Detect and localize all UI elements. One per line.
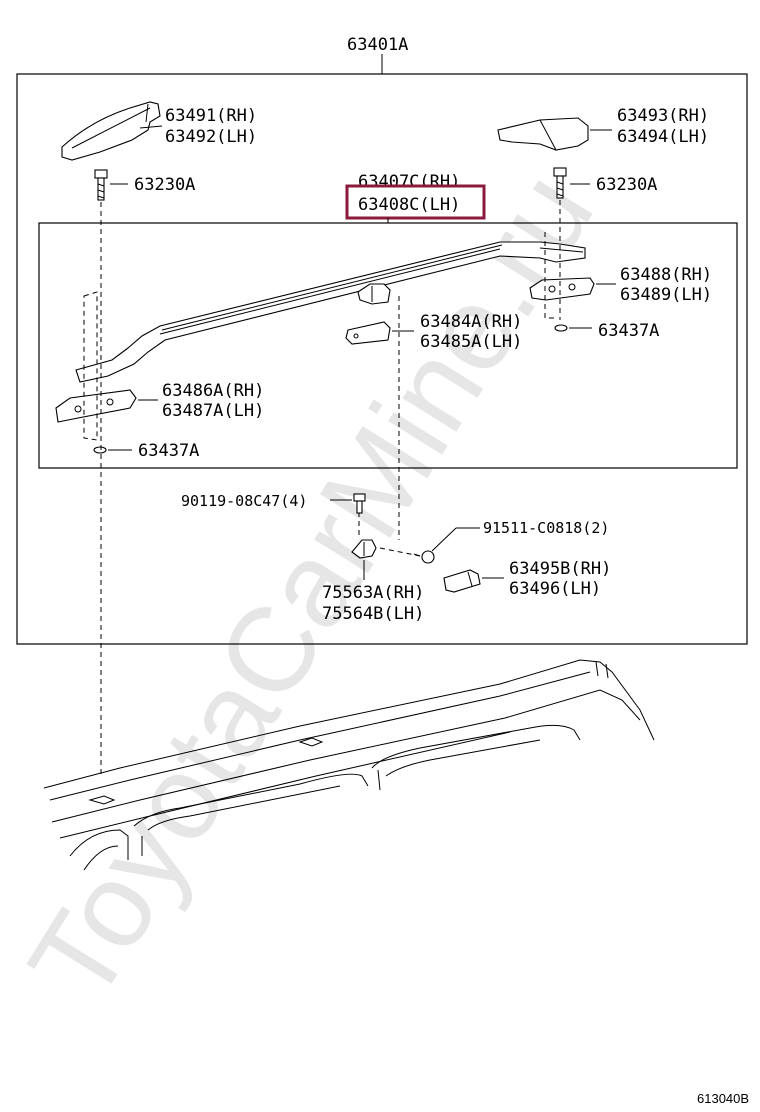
figure-number: 613040B — [697, 1091, 749, 1106]
bolt-right — [553, 167, 567, 199]
gasket-left-label: 63437A — [138, 441, 199, 461]
bolt-right-label: 63230A — [596, 175, 657, 195]
screw — [353, 493, 366, 514]
bolt-left-label: 63230A — [134, 175, 195, 195]
gasket-right — [554, 324, 568, 332]
bracket-rh-label: 75563A(RH) — [322, 583, 424, 603]
clip-screw — [413, 550, 435, 564]
bolt-left — [94, 169, 108, 201]
end-cover-left-lh-label: 63492(LH) — [165, 127, 257, 147]
center-cover-lh-label: 63485A(LH) — [420, 332, 522, 352]
end-cover-right-lh-label: 63494(LH) — [617, 127, 709, 147]
center-cover — [345, 321, 391, 345]
support-front-rh-label: 63486A(RH) — [162, 381, 264, 401]
rail-lh-label-background — [347, 186, 484, 218]
end-cover-left — [61, 101, 161, 161]
support-rear-lh-label: 63489(LH) — [620, 285, 712, 305]
screw-label: 90119-08C47(4) — [181, 492, 307, 510]
bracket-lh-label: 75564B(LH) — [322, 604, 424, 624]
roof-rail — [75, 241, 586, 383]
clip-screw-leader-a — [431, 527, 457, 552]
bracket — [351, 539, 377, 559]
end-cap-lh-label: 63496(LH) — [509, 579, 601, 599]
end-cap — [443, 569, 481, 593]
support-front-lh-label: 63487A(LH) — [162, 401, 264, 421]
support-front — [55, 389, 137, 423]
center-cover-rh-label: 63484A(RH) — [420, 312, 522, 332]
rail-lh-label: 63408C(LH) — [358, 195, 460, 215]
assembly-label: 63401A — [347, 35, 408, 55]
gasket-left — [93, 446, 107, 454]
highlight-box — [345, 184, 486, 220]
end-cover-left-rh-label: 63491(RH) — [165, 106, 257, 126]
vehicle-roof — [43, 659, 655, 871]
end-cap-rh-label: 63495B(RH) — [509, 559, 611, 579]
end-cover-right-rh-label: 63493(RH) — [617, 106, 709, 126]
assembly-frame — [16, 73, 748, 645]
end-cover-left-leader — [139, 125, 163, 129]
end-cover-right — [497, 117, 589, 151]
support-rear-rh-label: 63488(RH) — [620, 265, 712, 285]
support-rear — [529, 277, 595, 301]
clip-screw-label: 91511-C0818(2) — [483, 519, 609, 537]
gasket-right-label: 63437A — [598, 321, 659, 341]
alignment-lines — [83, 200, 561, 776]
